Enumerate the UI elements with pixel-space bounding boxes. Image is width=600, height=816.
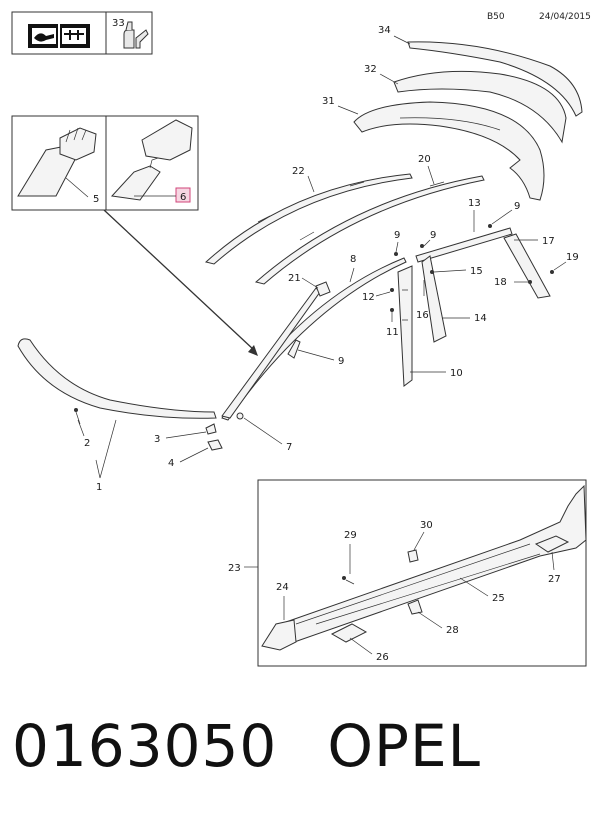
clip-15 (430, 270, 434, 274)
bracket-27 (534, 535, 570, 553)
adhesive-tube-icon (123, 21, 149, 49)
callout-10: 10 (450, 368, 463, 379)
callout-9-upper-a: 9 (394, 230, 400, 241)
manual-book-icon (28, 24, 90, 48)
callout-12: 12 (362, 292, 375, 303)
callout-15: 15 (470, 266, 483, 277)
callout-33: 33 (112, 18, 125, 29)
callout-4: 4 (168, 458, 174, 469)
callout-24: 24 (276, 582, 289, 593)
window-trim-9 (287, 339, 301, 359)
callout-17: 17 (542, 236, 555, 247)
callout-30: 30 (420, 520, 433, 531)
sill-panel-box (257, 479, 587, 667)
clip-18 (514, 280, 532, 284)
callout-28: 28 (446, 625, 459, 636)
callout-20: 20 (418, 154, 431, 165)
clip-28 (407, 599, 423, 615)
pillar-trim-14 (421, 255, 447, 343)
callout-7: 7 (286, 442, 292, 453)
callout-6: 6 (180, 192, 186, 203)
detail-arrow (103, 209, 255, 351)
rocker-panel-25 (267, 484, 587, 649)
clip-7 (236, 412, 244, 420)
roof-spoiler-32 (393, 70, 567, 144)
callout-31: 31 (322, 96, 335, 107)
clip-21 (315, 281, 331, 297)
callout-23: 23 (228, 563, 241, 574)
callout-26: 26 (376, 652, 389, 663)
clip-9-upper-b (420, 244, 424, 248)
callout-9-upper-c: 9 (514, 201, 520, 212)
clip-3 (205, 423, 217, 435)
callout-21: 21 (288, 273, 301, 284)
callout-25: 25 (492, 593, 505, 604)
callout-11: 11 (386, 327, 399, 338)
roof-spoiler-31 (353, 101, 545, 201)
clip-12 (390, 288, 394, 292)
callout-32: 32 (364, 64, 377, 75)
window-molding-13 (415, 227, 513, 263)
roof-molding-20 (254, 175, 485, 285)
nut-4 (207, 439, 223, 451)
clip-30 (407, 549, 419, 563)
callout-8: 8 (350, 254, 356, 265)
callout-18: 18 (494, 277, 507, 288)
callout-19: 19 (566, 252, 579, 263)
callout-14: 14 (474, 313, 487, 324)
windshield-molding-1 (17, 338, 217, 419)
callout-22: 22 (292, 166, 305, 177)
clip-9-upper-a (394, 252, 398, 256)
callout-27: 27 (548, 574, 561, 585)
screw-29 (342, 576, 355, 585)
footer: 0163050 OPEL (12, 712, 481, 792)
bracket-26 (330, 623, 368, 643)
callout-34: 34 (378, 25, 391, 36)
roof-spoiler-34 (407, 41, 583, 117)
callout-9-lower: 9 (338, 356, 344, 367)
callout-5: 5 (93, 194, 99, 205)
callout-1: 1 (96, 482, 102, 493)
roof-molding-22 (204, 173, 413, 265)
callout-2: 2 (84, 438, 90, 449)
callout-13: 13 (468, 198, 481, 209)
callout-3: 3 (154, 434, 160, 445)
highlight-box (175, 187, 191, 203)
door-frame-trim-10 (397, 265, 413, 387)
end-cap-24 (261, 619, 297, 651)
section-code: B50 (487, 12, 505, 22)
header-box (11, 11, 153, 55)
callout-16: 16 (416, 310, 429, 321)
clip-11 (390, 308, 394, 322)
callout-29: 29 (344, 530, 357, 541)
a-pillar-molding-8 (221, 257, 407, 421)
callout-9-upper-b: 9 (430, 230, 436, 241)
diagram-date: 24/04/2015 (539, 12, 591, 22)
quarter-trim-17 (503, 233, 551, 299)
clip-19 (550, 270, 554, 274)
detail-inset (11, 115, 199, 211)
clip-9-upper-c (488, 224, 492, 228)
brand-name: OPEL (327, 712, 481, 780)
diagram-part-number: 0163050 (12, 712, 278, 780)
clip-2 (74, 408, 81, 425)
